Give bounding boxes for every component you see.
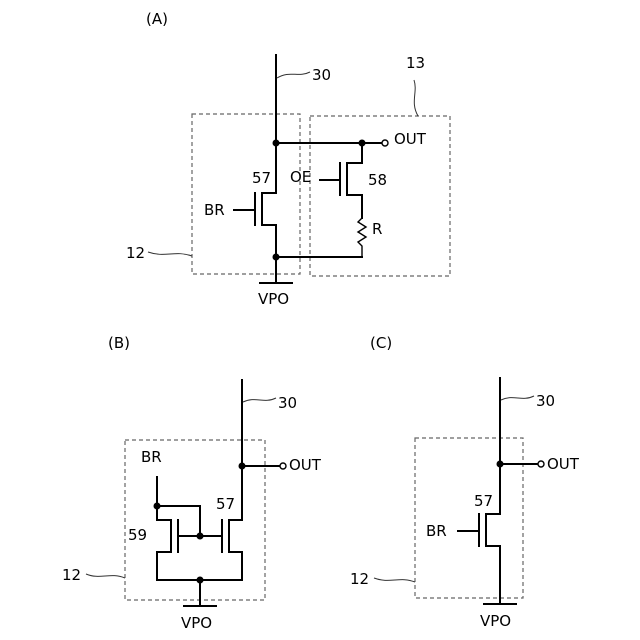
ref-12-label-c: 12 bbox=[350, 570, 369, 588]
ref-13-label: 13 bbox=[406, 54, 425, 72]
vpo-label: VPO bbox=[258, 290, 289, 308]
block-13-box bbox=[310, 116, 450, 276]
leader-12-c bbox=[374, 578, 415, 582]
leader-12-b bbox=[86, 574, 125, 578]
leader-13 bbox=[414, 80, 418, 116]
out-terminal bbox=[382, 140, 388, 146]
out-terminal-c bbox=[538, 461, 544, 467]
transistor-59-label-b: 59 bbox=[128, 526, 147, 544]
gate-br-label-c: BR bbox=[426, 522, 447, 540]
panel-b: (B) OUT 30 57 BR 59 VPO 12 bbox=[62, 334, 322, 632]
transistor-57-label-c: 57 bbox=[474, 492, 493, 510]
leader-12 bbox=[148, 252, 192, 256]
transistor-58-label: 58 bbox=[368, 171, 387, 189]
transistor-57-channel bbox=[262, 143, 276, 257]
transistor-57-channel-b bbox=[229, 466, 242, 580]
panel-c: (C) OUT 30 BR 57 VPO 12 bbox=[350, 334, 580, 630]
out-label-c: OUT bbox=[547, 455, 580, 473]
panel-a: (A) OUT BR 57 VPO OE 58 R bbox=[126, 10, 450, 308]
transistor-57-label: 57 bbox=[252, 169, 271, 187]
leader-30-c bbox=[501, 396, 534, 400]
ref-30-label-b: 30 bbox=[278, 394, 297, 412]
transistor-59-channel-b bbox=[157, 506, 171, 580]
transistor-57-label-b: 57 bbox=[216, 495, 235, 513]
junction-gate-b bbox=[197, 533, 204, 540]
block-12-box-c bbox=[415, 438, 523, 598]
out-label: OUT bbox=[394, 130, 427, 148]
transistor-57-channel-c bbox=[486, 464, 500, 604]
ref-30-label: 30 bbox=[312, 66, 331, 84]
ref-30-label-c: 30 bbox=[536, 392, 555, 410]
gate-br-label: BR bbox=[204, 201, 225, 219]
panel-c-label: (C) bbox=[370, 334, 392, 352]
resistor-r bbox=[358, 218, 366, 257]
gate-br-label-b: BR bbox=[141, 448, 162, 466]
transistor-58-channel bbox=[347, 143, 362, 218]
vpo-label-c: VPO bbox=[480, 612, 511, 630]
leader-30-b bbox=[243, 398, 276, 402]
resistor-label: R bbox=[372, 220, 382, 238]
leader-30 bbox=[277, 72, 310, 78]
panel-a-label: (A) bbox=[146, 10, 168, 28]
out-label-b: OUT bbox=[289, 456, 322, 474]
out-terminal-b bbox=[280, 463, 286, 469]
panel-b-label: (B) bbox=[108, 334, 130, 352]
ref-12-label: 12 bbox=[126, 244, 145, 262]
ref-12-label-b: 12 bbox=[62, 566, 81, 584]
block-12-box bbox=[192, 114, 300, 274]
vpo-label-b: VPO bbox=[181, 614, 212, 632]
gate-oe-label: OE bbox=[290, 168, 311, 186]
